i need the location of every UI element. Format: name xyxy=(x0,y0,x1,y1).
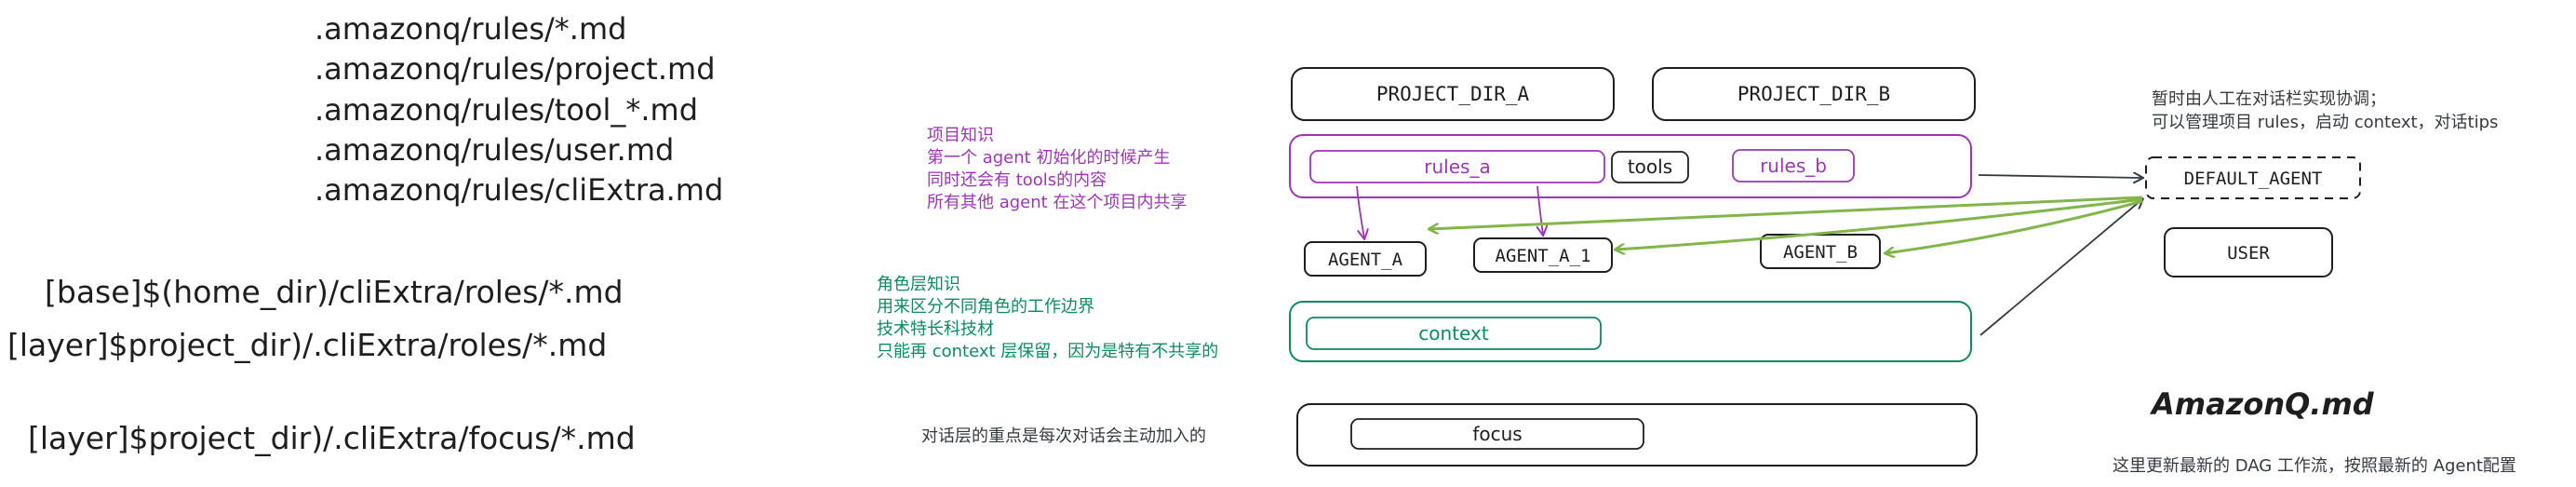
rules-path-item: .amazonq/rules/*.md xyxy=(315,11,626,47)
agent-a-box: AGENT_A xyxy=(1304,241,1427,277)
project-dir-a-box: PROJECT_DIR_A xyxy=(1291,67,1615,121)
user-label: USER xyxy=(2227,243,2270,264)
focus-label: focus xyxy=(1472,423,1522,445)
arrow-context-to-default-agent xyxy=(1979,199,2142,336)
rules-b-label: rules_b xyxy=(1760,155,1827,177)
default-agent-box: DEFAULT_AGENT xyxy=(2145,156,2361,199)
agent-a-1-box: AGENT_A_1 xyxy=(1473,237,1613,273)
arrow-default-agent-to-agent-a-1 xyxy=(1616,197,2143,250)
context-label: context xyxy=(1418,322,1489,345)
user-box: USER xyxy=(2164,227,2333,277)
note-line: 暂时由人工在对话栏实现协调； xyxy=(2152,89,2386,109)
amazonq-md-description: 这里更新最新的 DAG 工作流，按照最新的 Agent配置 xyxy=(2113,456,2516,476)
rules-a-box: rules_a xyxy=(1309,150,1605,183)
tools-box: tools xyxy=(1611,151,1689,183)
rules-path-item: .amazonq/rules/project.md xyxy=(315,51,716,87)
arrow-rules-a-to-agent-a-1 xyxy=(1537,185,1543,235)
project-dir-b-label: PROJECT_DIR_B xyxy=(1737,83,1890,105)
rules-layer-box xyxy=(1289,134,1972,198)
context-box: context xyxy=(1306,317,1602,350)
role-knowledge-note: 角色层知识 用来区分不同角色的工作边界 技术特长科技材 只能再 context … xyxy=(877,275,1218,361)
context-layer-box xyxy=(1289,301,1972,362)
agent-a-label: AGENT_A xyxy=(1328,250,1403,270)
rules-path-item: .amazonq/rules/user.md xyxy=(315,132,674,168)
note-line: 所有其他 agent 在这个项目内共享 xyxy=(927,193,1187,212)
rules-path-list: .amazonq/rules/*.md .amazonq/rules/proje… xyxy=(315,11,723,208)
note-line: 第一个 agent 初始化的时候产生 xyxy=(927,148,1170,168)
agent-a-1-label: AGENT_A_1 xyxy=(1496,246,1591,266)
focus-box: focus xyxy=(1350,418,1644,450)
rules-path-item: .amazonq/rules/cliExtra.md xyxy=(315,172,723,208)
roles-path-list: [base]$(home_dir)/cliExtra/roles/*.md [l… xyxy=(7,274,624,363)
note-line: 用来区分不同角色的工作边界 xyxy=(877,297,1094,317)
roles-path-item: [base]$(home_dir)/cliExtra/roles/*.md xyxy=(45,274,624,310)
arrow-rules-to-default-agent xyxy=(1978,175,2142,178)
note-line: 只能再 context 层保留，因为是特有不共享的 xyxy=(877,342,1218,361)
project-knowledge-note: 项目知识 第一个 agent 初始化的时候产生 同时还会有 tools的内容 所… xyxy=(927,126,1187,212)
project-dir-a-label: PROJECT_DIR_A xyxy=(1376,83,1530,105)
dialog-layer-note: 对话层的重点是每次对话会主动加入的 xyxy=(921,426,1206,446)
focus-path: [layer]$project_dir)/.cliExtra/focus/*.m… xyxy=(28,420,636,456)
roles-path-item: [layer]$project_dir)/.cliExtra/roles/*.m… xyxy=(7,327,607,363)
amazonq-md-title: AmazonQ.md xyxy=(2149,386,2375,422)
arrow-default-agent-to-agent-a xyxy=(1429,196,2143,229)
note-line: 项目知识 xyxy=(927,126,994,145)
rules-path-item: .amazonq/rules/tool_*.md xyxy=(315,92,698,128)
note-line: 可以管理项目 rules，启动 context，对话tips xyxy=(2152,113,2498,132)
note-line: 角色层知识 xyxy=(877,275,960,294)
rules-b-box: rules_b xyxy=(1732,149,1855,183)
focus-layer-box xyxy=(1296,403,1978,467)
project-dir-b-box: PROJECT_DIR_B xyxy=(1652,67,1976,121)
agent-b-label: AGENT_B xyxy=(1783,242,1858,263)
manual-coordination-note: 暂时由人工在对话栏实现协调； 可以管理项目 rules，启动 context，对… xyxy=(2152,89,2498,132)
arrow-default-agent-to-agent-b xyxy=(1885,199,2143,253)
note-line: 技术特长科技材 xyxy=(877,319,994,339)
rules-a-label: rules_a xyxy=(1424,156,1490,178)
agent-b-box: AGENT_B xyxy=(1760,234,1881,269)
default-agent-label: DEFAULT_AGENT xyxy=(2184,169,2323,189)
note-line: 同时还会有 tools的内容 xyxy=(927,170,1107,190)
arrow-rules-a-to-agent-a xyxy=(1356,185,1364,238)
tools-label: tools xyxy=(1628,156,1672,178)
